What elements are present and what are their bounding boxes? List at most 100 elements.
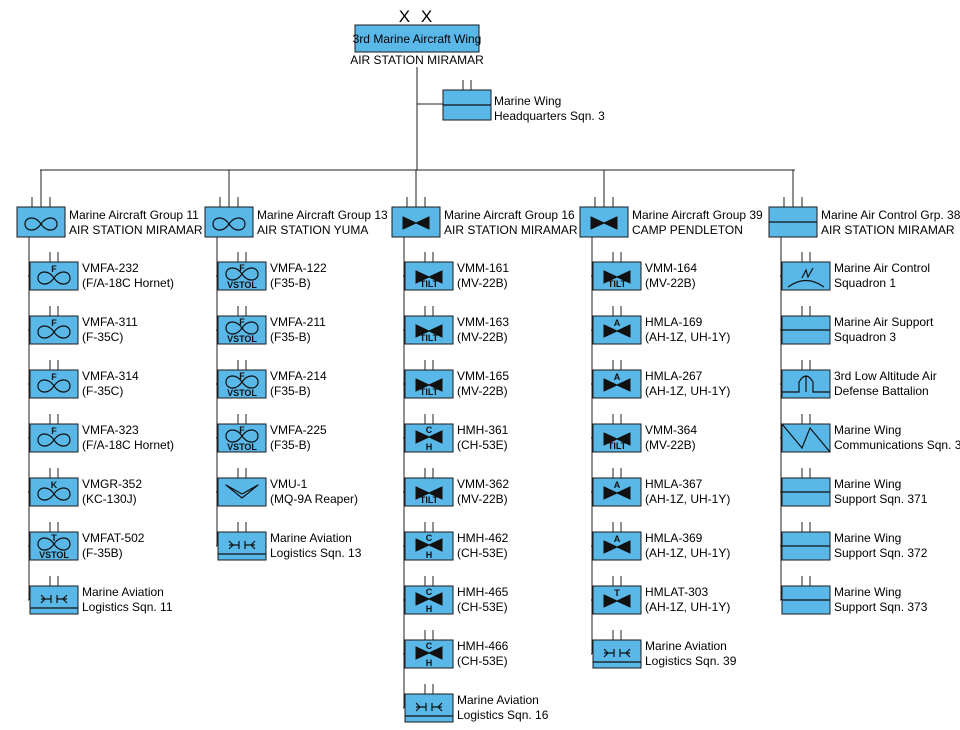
unit-label-line2: (F35-B) — [270, 330, 311, 344]
echelon-ticks — [801, 468, 811, 478]
echelon-ticks — [424, 306, 434, 316]
group-label-line1: Marine Aircraft Group 39 — [632, 208, 763, 222]
unit-symbol — [592, 630, 642, 669]
svg-text:F: F — [239, 317, 245, 327]
unit-label-line2: Support Sqn. 371 — [834, 492, 928, 506]
unit-label-line2: (MV-22B) — [457, 492, 508, 506]
echelon-ticks — [49, 414, 59, 424]
unit-label-line2: (AH-1Z, UH-1Y) — [645, 492, 730, 506]
unit-label-line1: VMFA-323 — [82, 423, 139, 437]
echelon-ticks — [424, 360, 434, 370]
group-label-line1: Marine Aircraft Group 11 — [69, 208, 199, 222]
unit-symbol: CH — [404, 522, 454, 561]
svg-text:VSTOL: VSTOL — [39, 550, 69, 560]
echelon-ticks — [424, 522, 434, 532]
radar-icon — [787, 267, 825, 288]
modifier-text: TILT — [420, 387, 439, 397]
unit-label-line2: (KC-130J) — [82, 492, 137, 506]
rotary-icon — [415, 378, 443, 392]
logistics-icon — [405, 702, 453, 717]
echelon-ticks — [612, 630, 622, 640]
modifier-text: CH — [426, 641, 433, 668]
unit-label-line1: HMH-462 — [457, 531, 509, 545]
rotary-icon — [415, 486, 443, 500]
echelon-ticks — [237, 306, 247, 316]
unit-label-line1: Marine Air Support — [834, 315, 934, 329]
svg-text:TILT: TILT — [420, 333, 439, 343]
rotary-icon — [590, 216, 618, 230]
unit-label-line2: Squadron 3 — [834, 330, 896, 344]
unit-symbol: A — [592, 522, 642, 561]
svg-text:K: K — [51, 480, 58, 490]
fixed-wing-icon — [37, 271, 71, 285]
unit-label-line1: Marine Wing — [834, 585, 901, 599]
modifier-text: A — [614, 318, 621, 328]
unit-label-line1: VMM-362 — [457, 477, 509, 491]
unit-label-line2: (AH-1Z, UH-1Y) — [645, 330, 730, 344]
unit-label-line2: Defense Battalion — [834, 384, 929, 398]
unit-symbol: A — [592, 468, 642, 507]
modifier-text: F — [51, 318, 57, 328]
rotary-icon — [415, 592, 443, 606]
group-label-line2: AIR STATION YUMA — [257, 223, 368, 237]
modifier-text: T — [614, 588, 620, 598]
svg-text:VSTOL: VSTOL — [227, 334, 257, 344]
echelon-ticks — [783, 197, 803, 207]
modifier-text: TILT — [608, 441, 627, 451]
unit-label-line1: Marine Air Control — [834, 261, 930, 275]
echelon-ticks — [612, 252, 622, 262]
modifier-text: F — [51, 372, 57, 382]
svg-text:A: A — [614, 318, 621, 328]
svg-text:A: A — [614, 534, 621, 544]
unit-label-line2: (MV-22B) — [457, 330, 508, 344]
groups-container: Marine Aircraft Group 11 AIR STATION MIRA… — [16, 197, 960, 723]
group-label-line1: Marine Aircraft Group 13 — [257, 208, 388, 222]
group-symbol — [579, 197, 629, 238]
unit-label-line1: VMM-364 — [645, 423, 697, 437]
unit-symbol: TILT — [404, 468, 454, 507]
group-label-line2: AIR STATION MIRAMAR — [821, 223, 955, 237]
fixed-wing-icon — [225, 321, 259, 335]
svg-text:F: F — [239, 263, 245, 273]
unit-label-line1: VMFA-314 — [82, 369, 139, 383]
echelon-ticks — [49, 468, 59, 478]
unit-symbol — [404, 684, 454, 723]
unit-label-line2: Support Sqn. 373 — [834, 600, 928, 614]
echelon-ticks — [237, 360, 247, 370]
wing-symbol — [354, 24, 480, 53]
unit-label-line1: VMFA-122 — [270, 261, 327, 275]
rotary-icon — [603, 540, 631, 554]
echelon-ticks — [424, 468, 434, 478]
echelon-ticks — [424, 684, 434, 694]
unit-symbol — [781, 576, 831, 615]
hq-squadron: Marine Wing Headquarters Sqn. 3 — [442, 80, 605, 123]
unit-2-5: VMU-1(MQ-9A Reaper) — [217, 468, 358, 507]
fixed-wing-icon — [37, 487, 71, 501]
unit-label-line1: Marine Wing — [834, 477, 901, 491]
unit-symbol: F — [29, 306, 79, 345]
rotary-icon — [603, 594, 631, 608]
unit-label-line1: Marine Wing — [834, 531, 901, 545]
echelon-ticks — [612, 522, 622, 532]
unit-symbol — [217, 468, 267, 507]
unit-label-line2: (MV-22B) — [645, 276, 696, 290]
fixed-wing-icon — [225, 429, 259, 443]
unit-symbol: F — [29, 360, 79, 399]
fixed-wing-icon — [37, 379, 71, 393]
fixed-wing-icon — [24, 217, 58, 231]
unit-label-line2: Support Sqn. 372 — [834, 546, 928, 560]
unit-label-line2: (F35-B) — [270, 438, 311, 452]
rotary-icon — [603, 270, 631, 284]
unit-label-line2: (MV-22B) — [457, 384, 508, 398]
unit-label-line1: HMLA-367 — [645, 477, 703, 491]
rotary-icon — [415, 270, 443, 284]
